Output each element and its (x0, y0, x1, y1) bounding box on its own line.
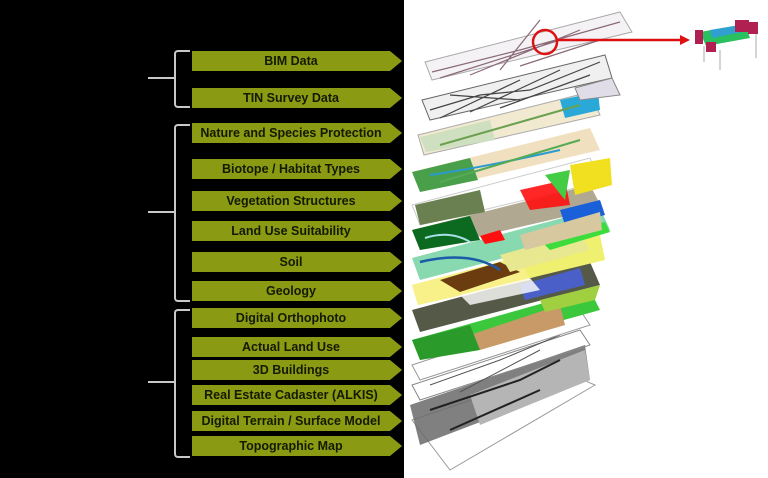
layer-label-orthophoto: Digital Orthophoto (192, 308, 402, 328)
layer-label-3d-buildings: 3D Buildings (192, 360, 402, 380)
cadaster-layer-icon (411, 329, 591, 401)
layer-label-land-use-suitability: Land Use Suitability (192, 221, 402, 241)
terrain-layer-icon (410, 345, 597, 471)
bracket-bottom-group (174, 309, 190, 458)
bim-model-3d-icon (695, 20, 758, 70)
layer-label-terrain-model: Digital Terrain / Surface Model (192, 411, 402, 431)
layer-label-geology: Geology (192, 281, 402, 301)
bim-layer-icon (424, 11, 633, 81)
layer-label-nature-protection: Nature and Species Protection (192, 123, 402, 143)
bracket-stem-middle (148, 211, 174, 213)
layer-label-bim-data: BIM Data (192, 51, 402, 71)
biotope-layer-icon (412, 128, 600, 192)
layer-label-tin-survey: TIN Survey Data (192, 88, 402, 108)
bracket-stem-bottom (148, 381, 174, 383)
bracket-top-group (174, 50, 190, 108)
layer-label-actual-land-use: Actual Land Use (192, 337, 402, 357)
layer-label-cadaster: Real Estate Cadaster (ALKIS) (192, 385, 402, 405)
highlight-circle-icon (531, 28, 559, 56)
tin-survey-layer-icon (421, 54, 621, 121)
vegetation-layer-icon (411, 157, 612, 226)
layer-label-soil: Soil (192, 252, 402, 272)
layer-label-biotope: Biotope / Habitat Types (192, 159, 402, 179)
bracket-middle-group (174, 124, 190, 302)
bracket-stem-top (148, 77, 174, 79)
layer-label-topographic-map: Topographic Map (192, 436, 402, 456)
layer-label-vegetation: Vegetation Structures (192, 191, 402, 211)
